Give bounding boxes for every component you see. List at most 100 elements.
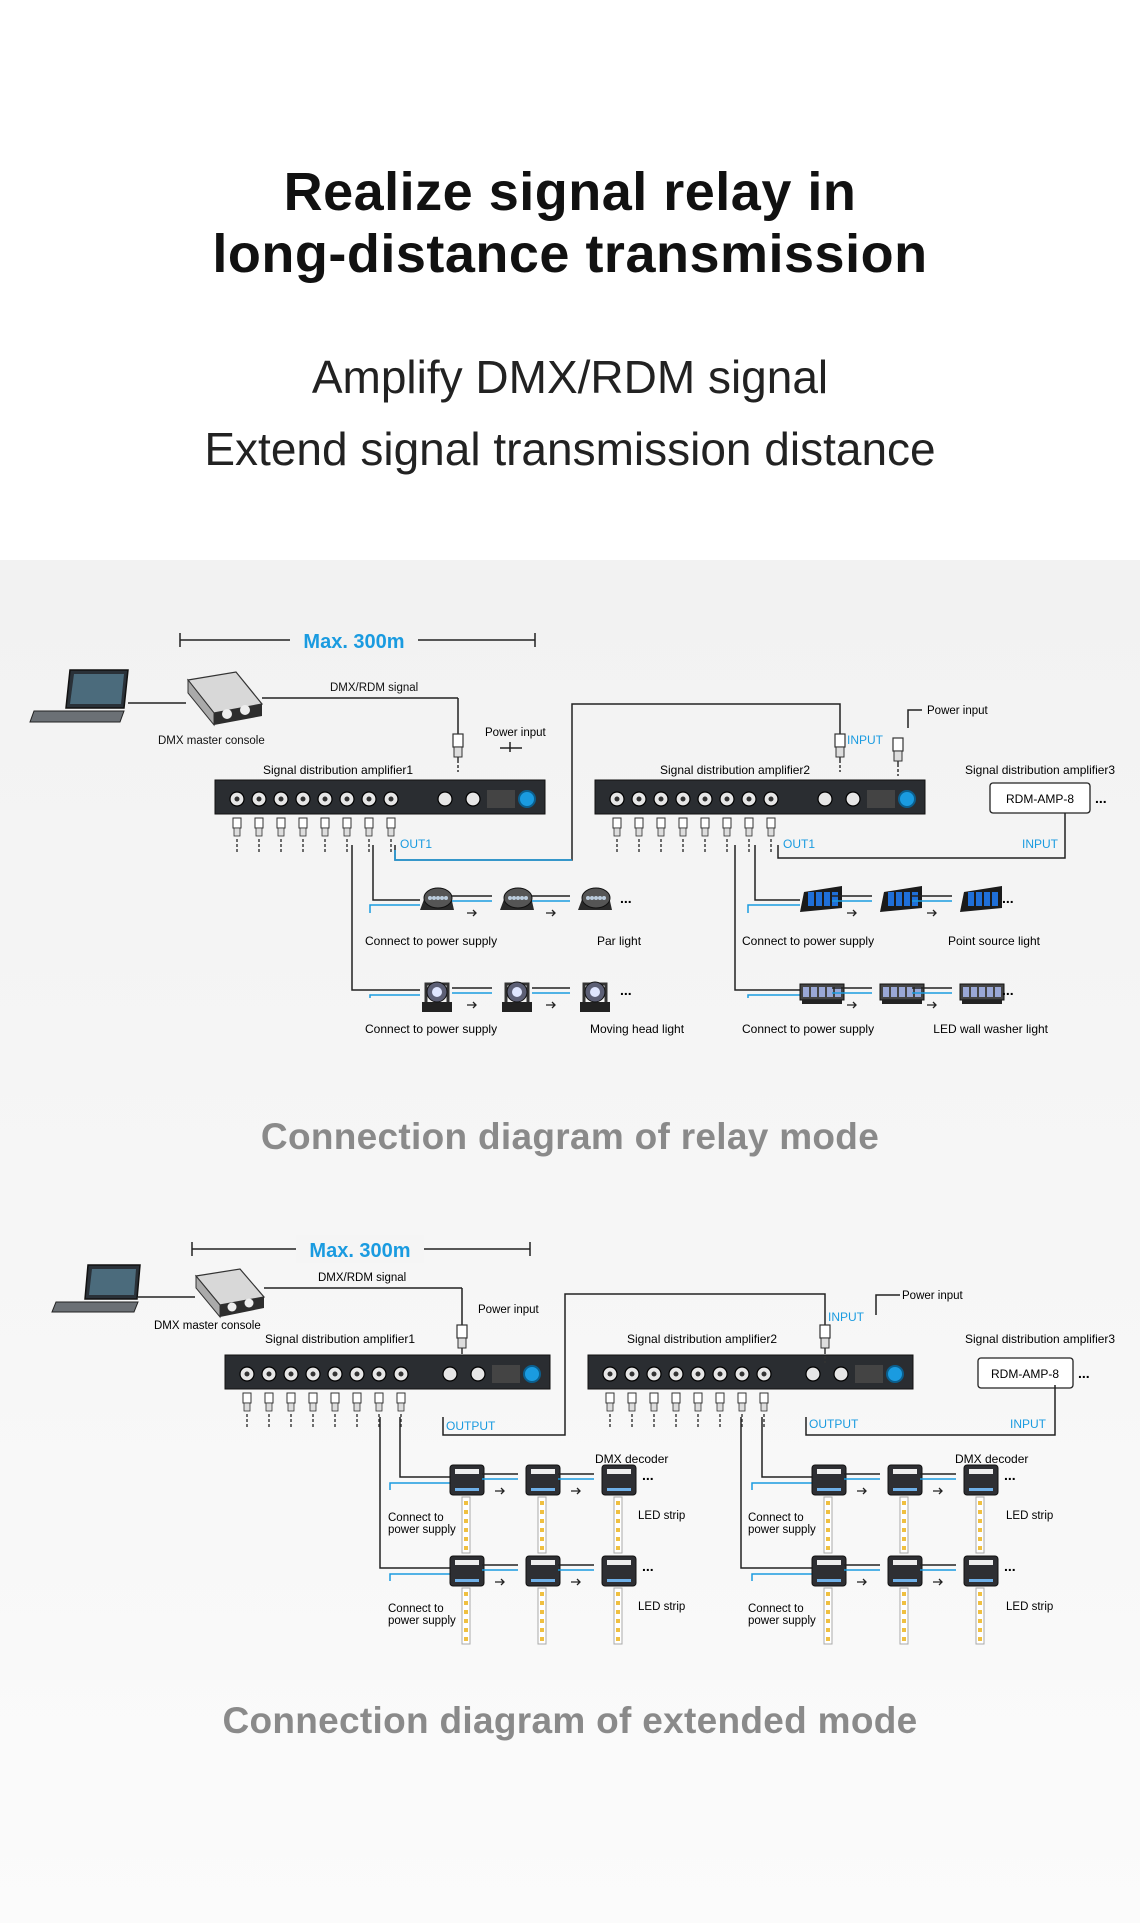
diagram-band [0,560,1140,1923]
hero-section [0,0,1140,560]
amplifier-2-ext [587,1354,914,1390]
wall-washer-icon-3 [959,983,1005,1004]
svg-text:...: ... [620,982,632,998]
connect-to-label-2: Connect to [388,1603,444,1615]
power-supply-ext-1: power supply [388,1524,456,1536]
input-label-ext-2: INPUT [828,1310,865,1324]
amplifier-1 [214,779,546,815]
relay-mode-diagram: Max. 300m DMX master console DMX/RDM sig… [29,626,1115,1036]
dmx-decoder-icon-d-1 [811,1555,847,1645]
input-label-ext-3: INPUT [1010,1417,1047,1431]
input-label-amp3: INPUT [1022,837,1059,851]
moving-head-icon-3 [580,981,610,1012]
power-supply-ext-4: power supply [748,1615,816,1627]
power-input-label-2: Power input [927,705,989,717]
svg-text:...: ... [620,890,632,906]
amplifier-ports [239,1365,541,1427]
led-strip-label-1: LED strip [638,1510,685,1522]
svg-text:...: ... [1004,1558,1016,1574]
input-label-amp2: INPUT [847,733,884,747]
power-supply-ext-3: power supply [748,1524,816,1536]
amp3-model: RDM-AMP-8 [1006,792,1074,806]
console-label: DMX master console [158,735,265,747]
laptop-icon [29,669,129,723]
svg-text:...: ... [642,1467,654,1483]
svg-text:...: ... [1002,890,1014,906]
power-supply-label-3: Connect to power supply [742,934,874,948]
dmx-decoder-icon-c-1 [811,1464,847,1554]
power-supply-label-4: Connect to power supply [742,1022,874,1036]
laptop-icon-2 [51,1264,141,1313]
connect-to-label-4: Connect to [748,1603,804,1615]
dmx-console-icon-2 [194,1268,266,1319]
svg-text:...: ... [1078,1365,1090,1381]
extended-mode-caption: Connection diagram of extended mode [222,1700,918,1741]
par-light-icon-1 [420,887,454,910]
point-source-icon-3 [960,886,1002,912]
power-supply-ext-2: power supply [388,1615,456,1627]
dmx-decoder-icon-b-1 [449,1555,485,1645]
dmx-decoder-icon-a-2 [525,1464,561,1554]
amp1-label: Signal distribution amplifier1 [263,763,413,777]
decoder-label-1: DMX decoder [595,1452,668,1466]
max-distance-label: Max. 300m [303,631,404,653]
power-input-label-3: Power input [478,1304,540,1316]
svg-text:...: ... [642,1558,654,1574]
subtitle-line2: Extend signal transmission distance [204,423,936,475]
par-light-icon-2 [500,887,534,910]
connect-to-label-3: Connect to [748,1512,804,1524]
wall-washer-icon-1 [799,983,845,1004]
amplifier-ports [602,1365,904,1427]
decoder-label-2: DMX decoder [955,1452,1028,1466]
out1-label-1: OUT1 [400,837,432,851]
wall-washer-label: LED wall washer light [933,1022,1048,1036]
extended-mode-diagram: Max. 300m DMX master console DMX/RDM sig… [51,1235,1115,1645]
relay-mode-caption: Connection diagram of relay mode [260,1116,880,1157]
dmx-decoder-icon-a-3 [601,1464,637,1554]
amplifier-ports [229,790,536,852]
moving-head-icon-1 [422,981,452,1012]
point-source-label: Point source light [948,934,1041,948]
subtitle-line1: Amplify DMX/RDM signal [311,351,829,403]
led-strip-label-4: LED strip [1006,1601,1053,1613]
point-source-icon-2 [880,886,922,912]
point-source-icon-1 [800,886,842,912]
amplifier-3 [989,782,1091,814]
dmx-decoder-icon-d-2 [887,1555,923,1645]
dmx-console-icon [186,671,264,727]
page-title-line1: Realize signal relay in [283,162,857,222]
moving-head-label: Moving head light [590,1022,685,1036]
dmx-decoder-icon-c-3 [963,1464,999,1554]
power-supply-label-2: Connect to power supply [365,1022,497,1036]
amplifier-3-ext [977,1357,1074,1389]
amp2-label-2: Signal distribution amplifier2 [627,1332,777,1346]
dmx-decoder-icon-d-3 [963,1555,999,1645]
wall-washer-icon-2 [879,983,925,1004]
svg-text:...: ... [1004,1467,1016,1483]
amp3-label: Signal distribution amplifier3 [965,763,1115,777]
connect-to-label-1: Connect to [388,1512,444,1524]
page-title-line2: long-distance transmission [212,224,928,284]
console-label-2: DMX master console [154,1320,261,1332]
output-label-1: OUTPUT [446,1419,496,1433]
led-strip-label-2: LED strip [638,1601,685,1613]
svg-text:...: ... [1002,982,1014,998]
amp1-label-2: Signal distribution amplifier1 [265,1332,415,1346]
amplifier-ports [609,790,916,852]
output-label-2: OUTPUT [809,1417,859,1431]
par-light-icon-3 [578,887,612,910]
power-supply-label-1: Connect to power supply [365,934,497,948]
dmx-decoder-icon-b-2 [525,1555,561,1645]
led-strip-label-3: LED strip [1006,1510,1053,1522]
max-distance-label-2: Max. 300m [309,1240,410,1262]
moving-head-icon-2 [502,981,532,1012]
amp3-label-2: Signal distribution amplifier3 [965,1332,1115,1346]
par-light-label: Par light [597,934,642,948]
power-input-label-4: Power input [902,1290,964,1302]
svg-text:...: ... [1095,790,1107,806]
amp3-model-2: RDM-AMP-8 [991,1367,1059,1381]
dmx-signal-label-2: DMX/RDM signal [318,1272,406,1284]
dmx-decoder-icon-c-2 [887,1464,923,1554]
dmx-decoder-icon-b-3 [601,1555,637,1645]
dmx-signal-label: DMX/RDM signal [330,682,418,694]
